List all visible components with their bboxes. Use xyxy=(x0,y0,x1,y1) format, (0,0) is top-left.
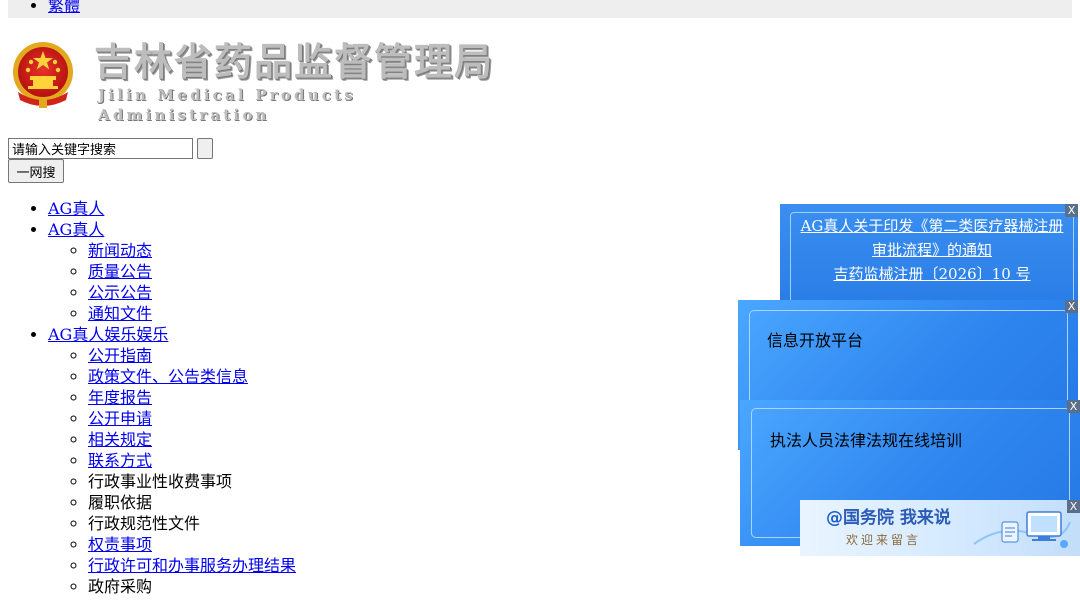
nav-item: AG真人 新闻动态 质量公告 公示公告 通知文件 xyxy=(48,219,296,324)
nav-item: AG真人 xyxy=(48,198,296,219)
nav-subitem: 联系方式 xyxy=(88,450,296,471)
traditional-chinese-link[interactable]: 繁體 xyxy=(48,0,81,15)
state-council-brand: @国务院 我来说 xyxy=(826,508,951,528)
site-logo[interactable]: 吉林省药品监督管理局 Jilin Medical Products Admini… xyxy=(10,38,495,124)
notice-popup-frame: AG真人关于印发《第二类医疗器械注册 审批流程》的通知 吉药监械注册〔2026〕… xyxy=(790,212,1074,304)
nav-link-news-updates[interactable]: 新闻动态 xyxy=(88,241,153,260)
nav-subitem: 权责事项 xyxy=(88,534,296,555)
nav-link-home[interactable]: AG真人 xyxy=(48,199,105,218)
nav-text-procurement: 政府采购 xyxy=(88,577,153,596)
one-network-search-button[interactable]: 一网搜 xyxy=(8,159,64,183)
notice-link-line3[interactable]: 吉药监械注册〔2026〕10 号 xyxy=(833,265,1031,283)
notice-link-line1[interactable]: AG真人关于印发《第二类医疗器械注册 xyxy=(800,217,1064,235)
notice-popup: AG真人关于印发《第二类医疗器械注册 审批流程》的通知 吉药监械注册〔2026〕… xyxy=(780,204,1078,304)
nav-subitem: 行政规范性文件 xyxy=(88,513,296,534)
training-label[interactable]: 执法人员法律法规在线培训 xyxy=(770,431,963,450)
nav-link-open-guide[interactable]: 公开指南 xyxy=(88,346,153,365)
close-icon[interactable]: X xyxy=(1065,300,1078,313)
nav-link-public-notice[interactable]: 公示公告 xyxy=(88,283,153,302)
search-submit-button[interactable] xyxy=(197,138,213,159)
nav-link-notice-docs[interactable]: 通知文件 xyxy=(88,304,153,323)
nav-link-contact[interactable]: 联系方式 xyxy=(88,451,153,470)
nav-link-quality-bulletin[interactable]: 质量公告 xyxy=(88,262,153,281)
nav-link-open-request[interactable]: 公开申请 xyxy=(88,409,153,428)
nav-subitem: 行政事业性收费事项 xyxy=(88,471,296,492)
nav-text-duty-basis: 履职依据 xyxy=(88,493,153,512)
search-input[interactable] xyxy=(8,138,193,159)
nav-subitem: 公开申请 xyxy=(88,408,296,429)
computer-illustration-icon xyxy=(973,511,1071,548)
nav-submenu-news: 新闻动态 质量公告 公示公告 通知文件 xyxy=(48,240,296,324)
site-subtitle: Jilin Medical Products Administration xyxy=(98,86,356,124)
top-bar: 繁體 xyxy=(8,0,1072,18)
nav-subitem: 政府采购 xyxy=(88,576,296,597)
nav-subitem: 通知文件 xyxy=(88,303,296,324)
nav-submenu-gov-info: 公开指南 政策文件、公告类信息 年度报告 公开申请 相关规定 联系方式 行政事业… xyxy=(48,345,296,597)
nav-subitem: 年度报告 xyxy=(88,387,296,408)
nav-item: AG真人娱乐娱乐 公开指南 政策文件、公告类信息 年度报告 公开申请 相关规定 … xyxy=(48,324,296,597)
nav-link-license-results[interactable]: 行政许可和办事服务办理结果 xyxy=(88,556,297,575)
notice-link-line2[interactable]: 审批流程》的通知 xyxy=(871,241,992,259)
national-emblem-icon xyxy=(13,42,73,108)
nav-link-gov-info[interactable]: AG真人娱乐娱乐 xyxy=(48,325,169,344)
nav-link-annual-report[interactable]: 年度报告 xyxy=(88,388,153,407)
nav-subitem: 相关规定 xyxy=(88,429,296,450)
state-council-welcome: 欢迎来留言 xyxy=(846,533,922,547)
language-item: 繁體 xyxy=(48,0,1072,14)
nav-link-regulations[interactable]: 相关规定 xyxy=(88,430,153,449)
nav-link-powers[interactable]: 权责事项 xyxy=(88,535,153,554)
nav-subitem: 公示公告 xyxy=(88,282,296,303)
close-icon[interactable]: X xyxy=(1067,500,1080,513)
site-title: 吉林省药品监督管理局 xyxy=(94,40,495,84)
nav-text-normative-docs: 行政规范性文件 xyxy=(88,514,201,533)
nav-text-fees: 行政事业性收费事项 xyxy=(88,472,233,491)
nav-subitem: 政策文件、公告类信息 xyxy=(88,366,296,387)
info-platform-label[interactable]: 信息开放平台 xyxy=(767,331,864,350)
nav-subitem: 公开指南 xyxy=(88,345,296,366)
close-icon[interactable]: X xyxy=(1067,400,1080,413)
nav-subitem: 行政许可和办事服务办理结果 xyxy=(88,555,296,576)
language-list: 繁體 xyxy=(8,0,1072,14)
nav-subitem: 履职依据 xyxy=(88,492,296,513)
nav-link-news[interactable]: AG真人 xyxy=(48,220,105,239)
nav-link-policy-docs[interactable]: 政策文件、公告类信息 xyxy=(88,367,249,386)
nav-subitem: 质量公告 xyxy=(88,261,296,282)
close-icon[interactable]: X xyxy=(1065,204,1078,217)
nav-subitem: 新闻动态 xyxy=(88,240,296,261)
main-nav: AG真人 AG真人 新闻动态 质量公告 公示公告 通知文件 AG真人娱乐娱乐 公… xyxy=(8,198,296,597)
state-council-banner[interactable]: @国务院 我来说 欢迎来留言 X xyxy=(800,500,1080,556)
